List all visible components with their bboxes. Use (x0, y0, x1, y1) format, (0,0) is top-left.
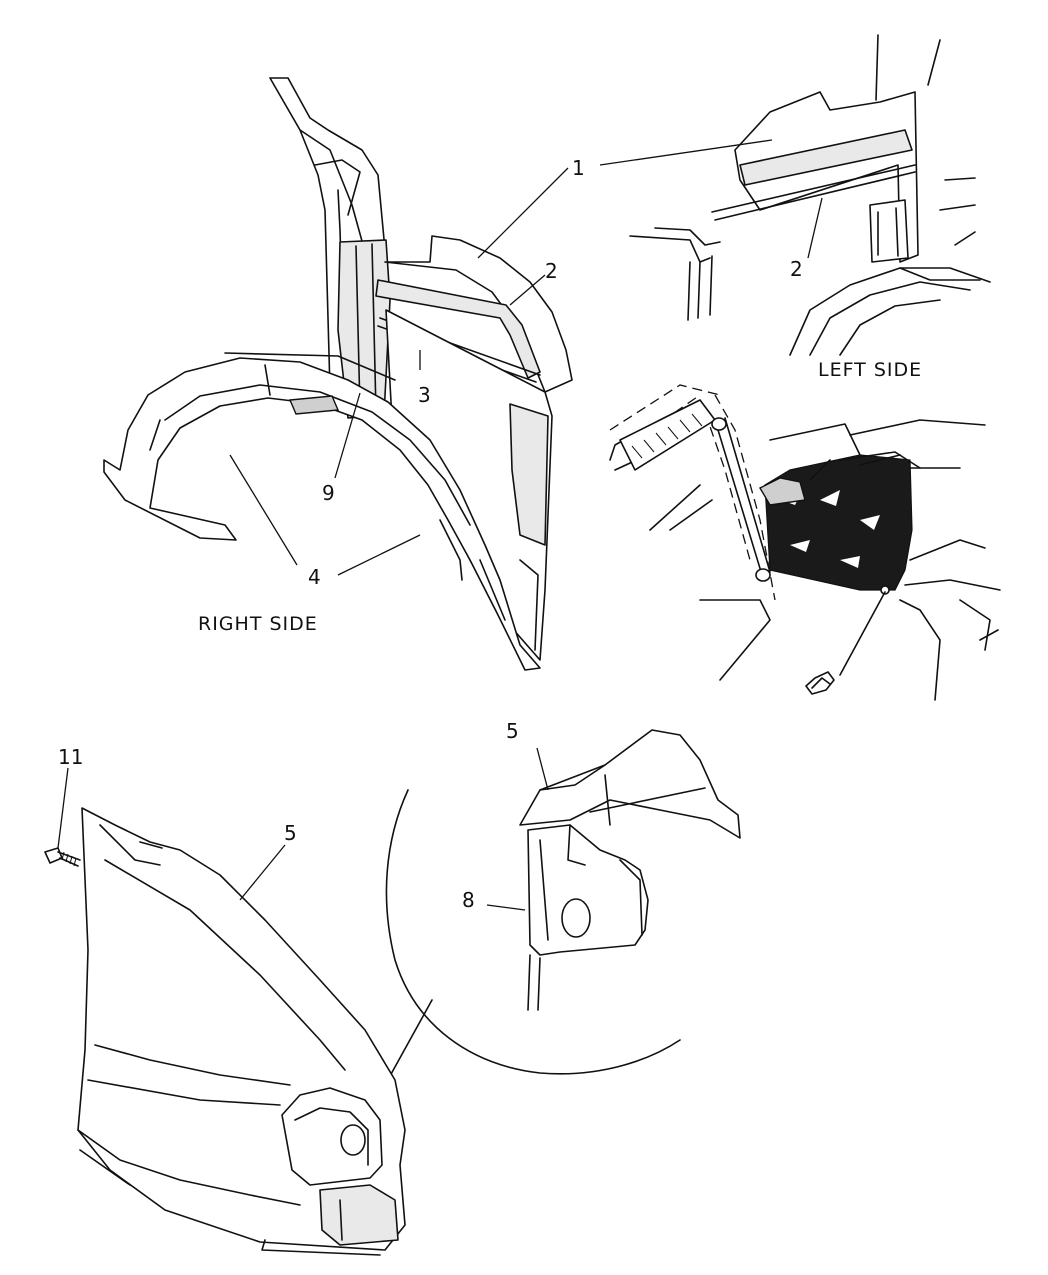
fender-detail-view (384, 729, 741, 1086)
callout-9: 9 (322, 481, 335, 505)
callout-4: 4 (308, 565, 321, 589)
left-side-view (629, 34, 991, 356)
callout-1: 1 (572, 156, 585, 180)
fender-view (77, 807, 406, 1256)
right-side-view (103, 77, 573, 671)
callout-2-left: 2 (790, 257, 803, 281)
insulation-detail-view (609, 384, 1001, 701)
callout-3: 3 (418, 383, 431, 407)
bolt-icon (44, 847, 81, 867)
callout-2-right: 2 (545, 259, 558, 283)
callout-11: 11 (58, 745, 83, 769)
left-side-label: LEFT SIDE (818, 359, 922, 381)
callout-5-fender: 5 (284, 821, 297, 845)
right-side-label: RIGHT SIDE (198, 613, 318, 635)
callout-8: 8 (462, 888, 475, 912)
callout-5-detail: 5 (506, 719, 519, 743)
